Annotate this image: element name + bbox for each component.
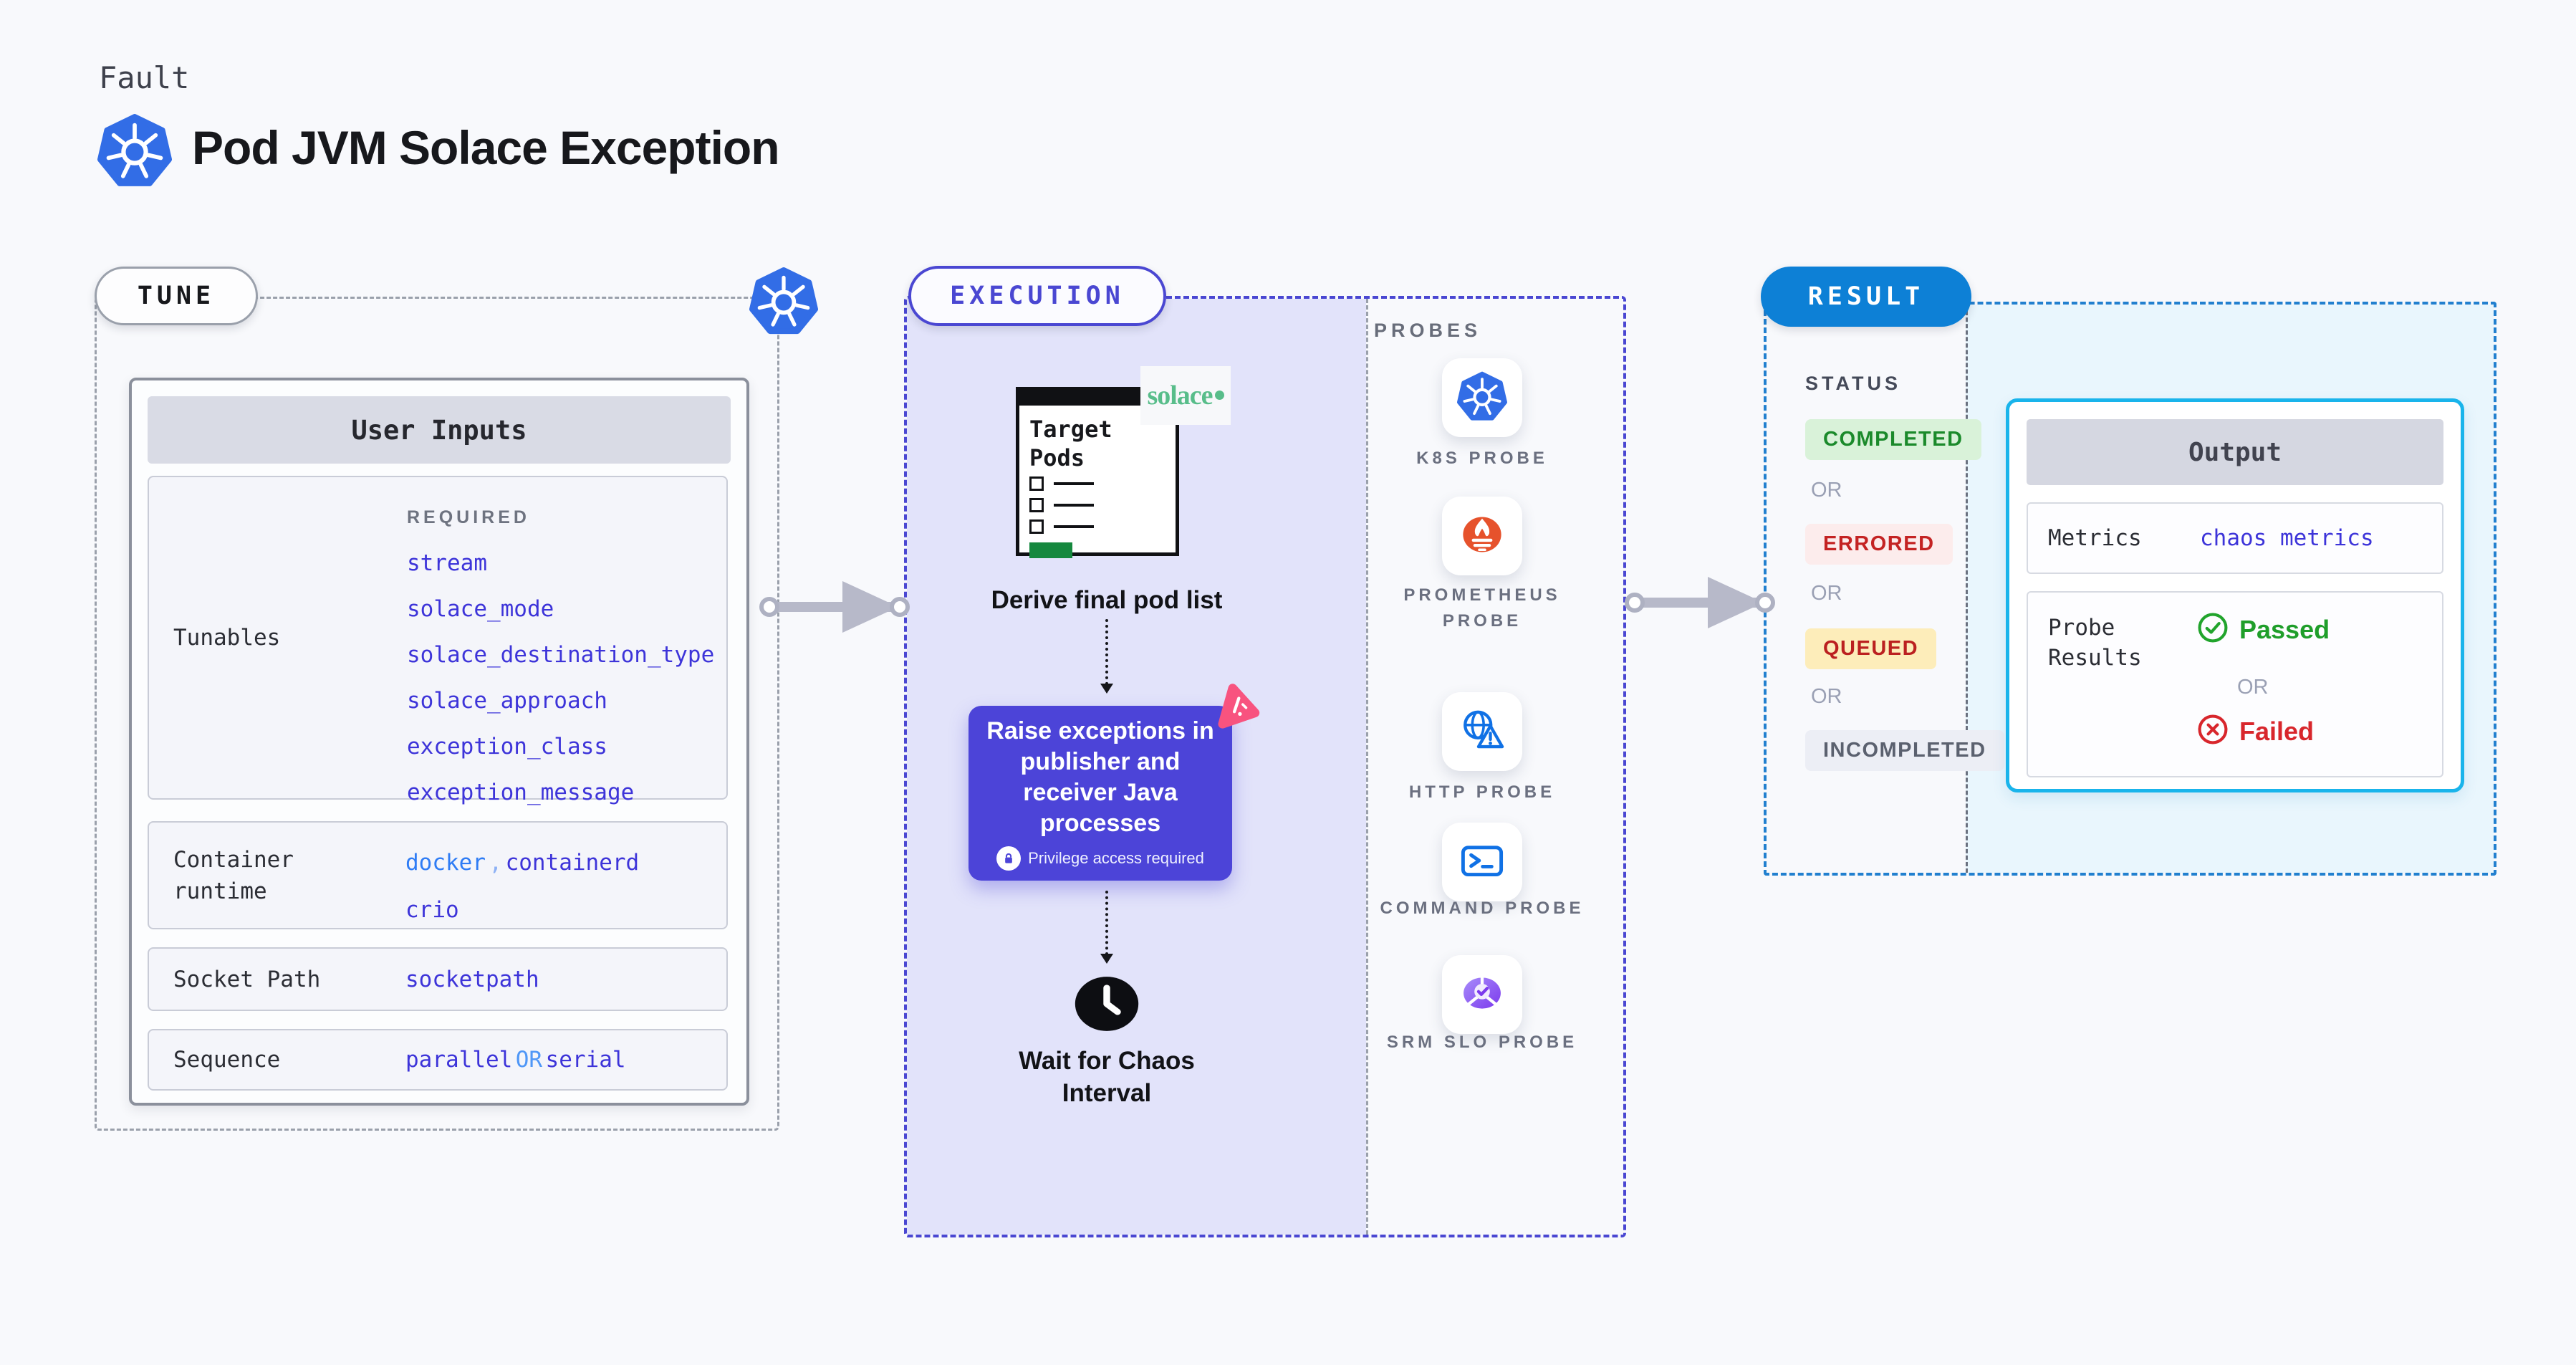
prometheus-probe-label: PROMETHEUS PROBE	[1403, 585, 1561, 631]
command-probe-label: COMMAND PROBE	[1380, 899, 1585, 918]
kubernetes-icon	[97, 113, 172, 188]
check-circle-icon	[2196, 611, 2229, 648]
socket-path-row: Socket Path socketpath	[148, 947, 728, 1011]
http-probe-card	[1442, 692, 1522, 771]
tunable-item: stream	[407, 550, 487, 576]
tunable-item: solace_destination_type	[407, 642, 715, 668]
privilege-text: Privilege access required	[1028, 849, 1204, 867]
checkbox-row	[1029, 519, 1094, 534]
fault-eyebrow: Fault	[99, 60, 190, 95]
status-badge-completed: COMPLETED	[1805, 419, 1981, 460]
container-runtime-values: docker , containerd crio	[405, 841, 639, 936]
output-card: Output Metrics chaos metrics Probe Resul…	[2006, 398, 2464, 792]
dotted-arrow-icon	[1100, 619, 1113, 694]
status-badge-queued: QUEUED	[1805, 628, 1937, 669]
or-text: OR	[1811, 582, 1842, 605]
tunable-item: solace_mode	[407, 596, 554, 622]
command-probe-card	[1442, 823, 1522, 901]
terminal-icon	[1457, 835, 1507, 889]
status-badge-errored: ERRORED	[1805, 524, 1953, 565]
container-runtime-label: Container runtime	[173, 846, 294, 904]
clock-icon	[1073, 973, 1140, 1035]
page-title: Pod JVM Solace Exception	[192, 121, 780, 174]
status-badge-incompleted: INCOMPLETED	[1805, 730, 2004, 771]
metrics-row: Metrics chaos metrics	[2027, 502, 2443, 574]
required-label: REQUIRED	[407, 507, 530, 527]
user-inputs-card: User Inputs Tunables REQUIRED stream sol…	[129, 378, 749, 1106]
socket-path-value: socketpath	[405, 966, 539, 992]
target-pods-title: Target Pods	[1029, 416, 1112, 471]
tunable-item: solace_approach	[407, 688, 607, 714]
tunables-label: Tunables	[173, 625, 281, 651]
or-text: OR	[1811, 479, 1842, 502]
tunable-list: stream solace_mode solace_destination_ty…	[407, 540, 714, 815]
solace-logo: solace	[1140, 366, 1231, 425]
lock-icon	[996, 846, 1022, 871]
sequence-value: parallel	[405, 1047, 513, 1073]
passed-text: Passed	[2239, 614, 2330, 644]
k8s-probe-card	[1442, 358, 1522, 437]
flow-arrow-icon	[1623, 570, 1781, 636]
comma-separator: ,	[489, 850, 503, 876]
solace-dot	[1214, 390, 1224, 400]
user-inputs-title: User Inputs	[148, 396, 731, 464]
sequence-row: Sequence parallel OR serial	[148, 1029, 728, 1091]
runtime-value: docker	[405, 850, 486, 876]
or-text: OR	[2237, 676, 2269, 699]
metrics-label: Metrics	[2048, 525, 2142, 551]
metrics-value: chaos metrics	[2200, 525, 2374, 551]
failed-text: Failed	[2239, 716, 2315, 746]
status-label: STATUS	[1805, 373, 1901, 394]
tunable-item: exception_message	[407, 780, 635, 805]
sequence-label: Sequence	[173, 1047, 281, 1073]
container-runtime-row: Container runtime docker , containerd cr…	[148, 821, 728, 929]
probes-label: PROBES	[1374, 320, 1482, 341]
slo-donut-icon	[1456, 967, 1508, 1022]
or-text: OR	[1811, 685, 1842, 708]
action-text: Raise exceptions in publisher and receiv…	[986, 717, 1214, 837]
k8s-probe-label: K8S PROBE	[1416, 449, 1548, 468]
srm-slo-probe-label: SRM SLO PROBE	[1386, 1033, 1578, 1052]
tune-section-box	[95, 297, 779, 1131]
tunable-item: exception_class	[407, 734, 607, 760]
runtime-value: containerd	[505, 850, 640, 876]
failed-row: Failed	[2196, 713, 2314, 749]
http-probe-label: HTTP PROBE	[1408, 782, 1556, 802]
passed-row: Passed	[2196, 611, 2330, 648]
raise-exceptions-box: Raise exceptions in publisher and receiv…	[969, 706, 1232, 881]
output-title: Output	[2027, 419, 2443, 485]
or-separator: OR	[515, 1047, 543, 1073]
prometheus-icon	[1456, 509, 1508, 564]
probe-results-label: Probe Results	[2048, 615, 2142, 671]
tune-pill: TUNE	[95, 267, 258, 325]
sequence-value: serial	[545, 1047, 626, 1073]
x-circle-icon	[2196, 713, 2229, 749]
result-pill: RESULT	[1761, 267, 1971, 327]
execution-pill: EXECUTION	[908, 266, 1166, 326]
probe-results-row: Probe Results Passed OR F	[2027, 591, 2443, 777]
wait-chaos-interval-caption: Wait for Chaos Interval	[1019, 1047, 1195, 1107]
checkbox-row	[1029, 476, 1094, 491]
globe-warning-icon	[1456, 704, 1508, 760]
checkbox-row	[1029, 498, 1094, 512]
dotted-arrow-icon	[1100, 891, 1113, 964]
tunables-row: Tunables REQUIRED stream solace_mode sol…	[148, 476, 728, 805]
kubernetes-icon	[1457, 371, 1507, 425]
socket-path-label: Socket Path	[173, 966, 321, 992]
sequence-values: parallel OR serial	[405, 1047, 626, 1073]
derive-pod-list-caption: Derive final pod list	[991, 586, 1223, 614]
flow-arrow-icon	[758, 574, 915, 640]
green-button	[1029, 542, 1072, 558]
litmus-chaos-icon	[1209, 679, 1265, 735]
runtime-value: crio	[405, 897, 459, 923]
prometheus-probe-card	[1442, 497, 1522, 575]
privilege-row: Privilege access required	[996, 846, 1204, 871]
srm-slo-probe-card	[1442, 955, 1522, 1034]
kubernetes-icon	[749, 267, 818, 335]
